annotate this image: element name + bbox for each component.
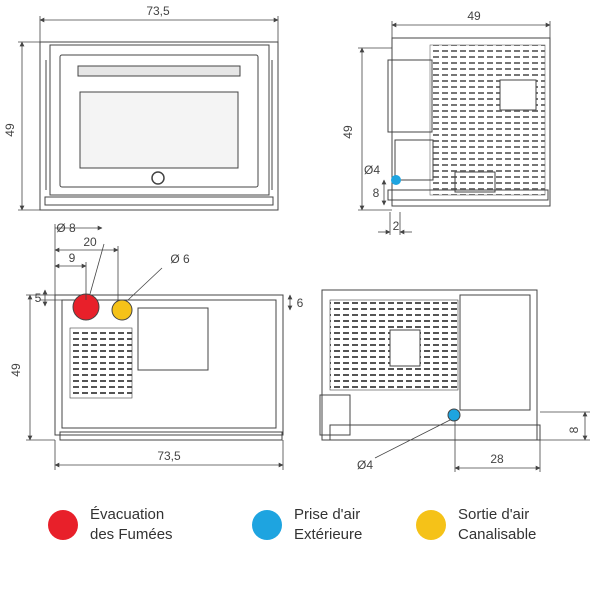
d6-right-label: 6 <box>297 296 304 310</box>
side-height-label: 49 <box>341 125 355 139</box>
rear-height-label: 49 <box>9 363 23 377</box>
side-d4-label: Ø4 <box>364 163 380 177</box>
front-knob <box>151 171 165 185</box>
legend-smoke: Évacuation des Fumées <box>48 505 173 545</box>
d5-label: 5 <box>35 291 42 305</box>
legend-smoke-label: Évacuation des Fumées <box>90 506 173 543</box>
legend-air-outlet: Sortie d'air Canalisable <box>416 505 536 545</box>
legend-air-intake: Prise d'air Extérieure <box>252 505 362 545</box>
rear-width-label: 73,5 <box>157 449 181 463</box>
air-intake-color-dot <box>252 510 282 540</box>
rear-side-view <box>319 289 541 441</box>
d9-label: 9 <box>69 251 76 265</box>
d20-label: 20 <box>83 235 97 249</box>
front-height-label: 49 <box>3 123 17 137</box>
rear-side-air-intake-marker <box>447 408 461 422</box>
rear-side-d4-label: Ø4 <box>357 458 373 472</box>
side-8-label: 8 <box>373 186 380 200</box>
rear-side-8-label: 8 <box>567 426 581 433</box>
side-width-label: 49 <box>467 9 481 23</box>
side-view <box>387 37 551 207</box>
front-width-label: 73,5 <box>146 4 170 18</box>
front-view <box>39 41 279 211</box>
d6-label: Ø 6 <box>170 252 190 266</box>
legend-air-outlet-label: Sortie d'air Canalisable <box>458 506 537 543</box>
legend-air-intake-label: Prise d'air Extérieure <box>294 506 363 543</box>
side-air-intake-marker <box>391 175 401 185</box>
d8-label: Ø 8 <box>56 221 76 235</box>
air-outlet-color-dot <box>416 510 446 540</box>
rear-side-28-label: 28 <box>490 452 504 466</box>
smoke-color-dot <box>48 510 78 540</box>
rear-air-outlet-marker <box>111 299 133 321</box>
side-2-label: 2 <box>393 219 400 233</box>
